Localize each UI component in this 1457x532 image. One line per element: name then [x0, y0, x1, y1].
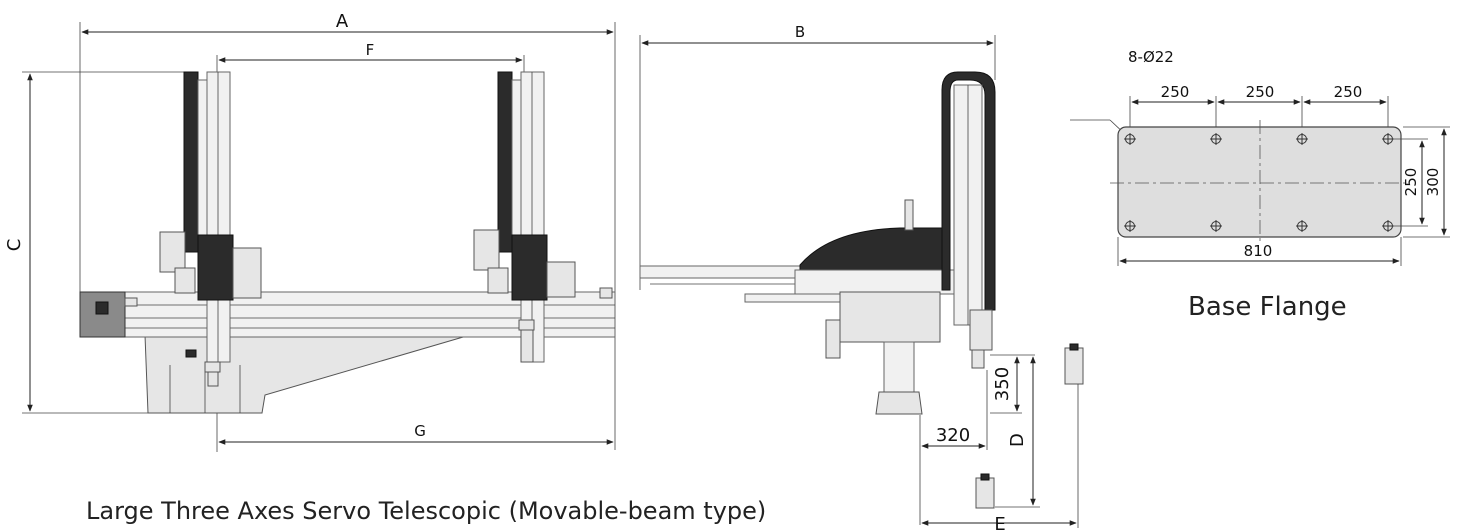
- right-column: [520, 71, 545, 363]
- base-flange-drawing: 8-Ø22 250 250 250: [1070, 48, 1450, 266]
- front-view: A F C G: [4, 11, 616, 452]
- flange-spacing-3: 250: [1334, 83, 1363, 101]
- dim-label-c: C: [4, 239, 25, 252]
- dim-label-f: F: [366, 41, 375, 59]
- carriage-cover: [799, 227, 946, 271]
- dim-label-e: E: [994, 514, 1005, 532]
- dim-label-g: G: [414, 422, 426, 440]
- carriage-block: [839, 291, 941, 343]
- diagram-caption: Large Three Axes Servo Telescopic (Movab…: [86, 497, 767, 525]
- side-view: B 350 320: [639, 23, 1084, 532]
- flange-height-outer: 300: [1424, 168, 1442, 197]
- flange-hole-icon: [1124, 133, 1394, 232]
- right-drag-chain: [497, 71, 513, 253]
- dim-label-a: A: [336, 11, 349, 32]
- gripper-bottom: [975, 477, 995, 509]
- dim-label-350: 350: [992, 367, 1013, 401]
- flange-plate: [1117, 126, 1402, 238]
- flange-spacing-1: 250: [1161, 83, 1190, 101]
- pedestal: [144, 334, 471, 414]
- flange-holes-note: 8-Ø22: [1128, 48, 1174, 66]
- flange-spacing-2: 250: [1246, 83, 1275, 101]
- dim-label-b: B: [795, 23, 805, 41]
- left-column: [206, 71, 231, 363]
- base-flange-title: Base Flange: [1188, 292, 1347, 322]
- dim-label-d: D: [1007, 433, 1028, 447]
- left-drag-chain: [183, 71, 199, 253]
- dim-label-320: 320: [936, 425, 970, 446]
- gripper-right: [1064, 347, 1084, 385]
- flange-width: 810: [1244, 242, 1273, 260]
- flange-height-inner: 250: [1402, 168, 1420, 197]
